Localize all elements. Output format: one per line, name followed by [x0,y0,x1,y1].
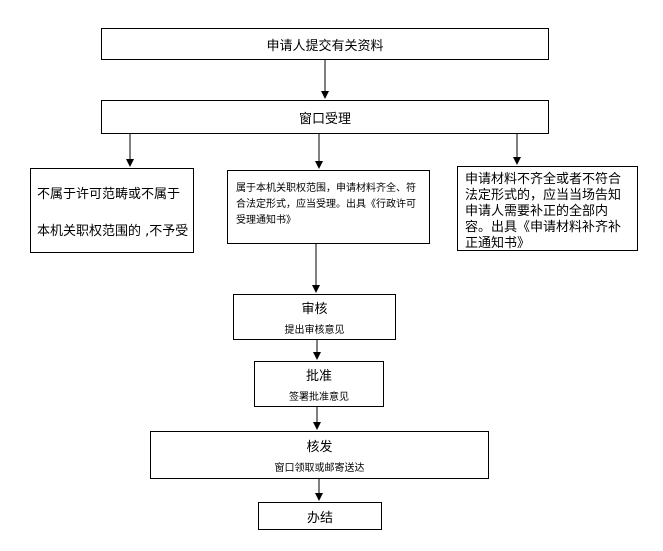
reject-text-line1: 不属于许可范畴或不属于 [37,187,181,202]
reject-text-line2: 本机关职权范围的 ,不予受 [37,224,189,239]
window-accept-text: 窗口受理 [298,111,351,127]
window-accept-box: 窗口受理 [101,100,549,134]
issue-box: 核发 窗口领取或邮寄送达 [150,431,489,479]
submit-box: 申请人提交有关资料 [101,28,549,60]
accept-box: 属于本机关职权范围，申请材料齐全、符合法定形式，应当受理。出具《行政许可受理通知… [227,170,430,244]
review-sub: 提出审核意见 [284,325,345,336]
accept-text: 属于本机关职权范围，申请材料齐全、符合法定形式，应当受理。出具《行政许可受理通知… [236,183,416,226]
review-title: 审核 [301,302,328,317]
submit-text: 申请人提交有关资料 [266,38,384,54]
approve-title: 批准 [305,369,332,384]
supplement-text: 申请材料不齐全或者不符合法定形式的，应当当场告知申请人需要补正的全部内容。出具《… [465,172,622,251]
approve-sub: 签署批准意见 [289,392,349,403]
supplement-box: 申请材料不齐全或者不符合法定形式的，应当当场告知申请人需要补正的全部内容。出具《… [457,166,638,251]
approve-box: 批准 签署批准意见 [254,361,384,407]
reject-box: 不属于许可范畴或不属于 本机关职权范围的 ,不予受 [30,168,194,253]
issue-title: 核发 [306,440,333,455]
review-box: 审核 提出审核意见 [233,294,396,340]
done-box: 办结 [258,502,382,530]
done-text: 办结 [306,510,333,526]
issue-sub: 窗口领取或邮寄送达 [274,463,365,474]
